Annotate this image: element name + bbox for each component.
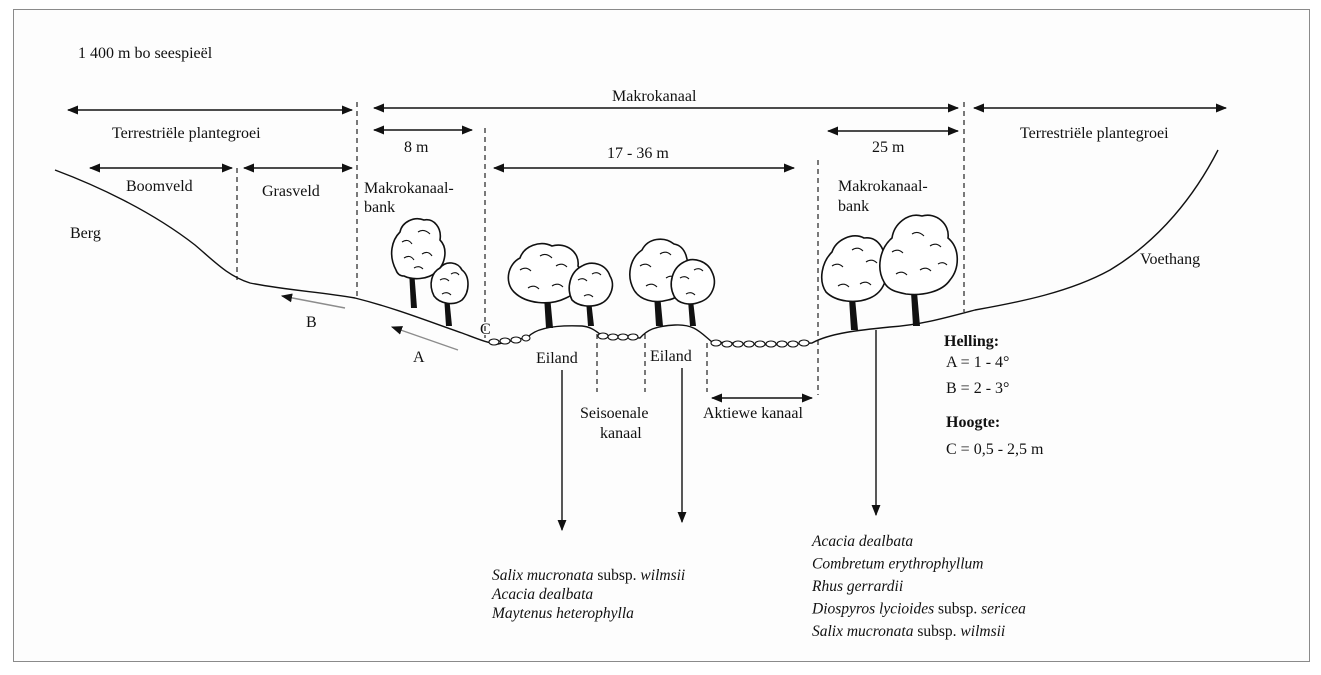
terrestrial-left-label: Terrestriële plantegroei [112, 125, 261, 142]
slope-b-arrow [282, 296, 345, 308]
right-bank-label-line1: Makrokanaal- [838, 178, 928, 195]
active-channel-label: Aktiewe kanaal [703, 405, 804, 422]
seasonal-channel-label-line1: Seisoenale [580, 405, 648, 422]
left-bank-label-line1: Makrokanaal- [364, 180, 454, 197]
terrestrial-right-label: Terrestriële plantegroei [1020, 125, 1169, 142]
hoogte-c: C = 0,5 - 2,5 m [946, 441, 1044, 458]
berg-label: Berg [70, 225, 101, 242]
voethang-label: Voethang [1140, 251, 1200, 268]
channel-width-label: 17 - 36 m [607, 145, 669, 162]
island-1-label: Eiland [536, 350, 578, 367]
species-item: Acacia dealbata [491, 586, 593, 603]
elevation-label: 1 400 m bo seespieël [78, 45, 213, 62]
species-item: Diospyros lycioides subsp. sericea [811, 601, 1026, 618]
species-item: Salix mucronata subsp. wilmsii [812, 623, 1005, 640]
slope-a-arrow [392, 327, 458, 350]
tree-icon [431, 263, 468, 326]
tree-icon [822, 236, 887, 330]
species-item: Salix mucronata subsp. wilmsii [492, 567, 685, 584]
species-item: Combretum erythrophyllum [812, 556, 983, 573]
right-bank-width-label: 25 m [872, 139, 905, 156]
tree-icon [671, 260, 714, 326]
tree-icon [880, 215, 957, 326]
species-item: Acacia dealbata [811, 533, 913, 550]
point-c-label: C [480, 321, 491, 338]
slope-a-label: A [413, 349, 425, 366]
macro-channel-label: Makrokanaal [612, 88, 697, 105]
left-bank-label-line2: bank [364, 199, 395, 216]
species-item: Rhus gerrardii [811, 578, 903, 595]
species-item: Maytenus heterophylla [491, 605, 634, 622]
seasonal-channel-label-line2: kanaal [600, 425, 642, 442]
right-bank-label-line2: bank [838, 198, 869, 215]
hoogte-title: Hoogte: [946, 414, 1000, 431]
riverbed-stones [489, 333, 809, 347]
helling-a: A = 1 - 4° [946, 354, 1009, 371]
boomveld-label: Boomveld [126, 178, 193, 195]
slope-b-label: B [306, 314, 317, 331]
helling-b: B = 2 - 3° [946, 380, 1009, 397]
grasveld-label: Grasveld [262, 183, 320, 200]
tree-icon [569, 263, 612, 326]
terrain-profile [55, 150, 1218, 345]
left-bank-width-label: 8 m [404, 139, 429, 156]
island-2-label: Eiland [650, 348, 692, 365]
helling-title: Helling: [944, 333, 999, 350]
